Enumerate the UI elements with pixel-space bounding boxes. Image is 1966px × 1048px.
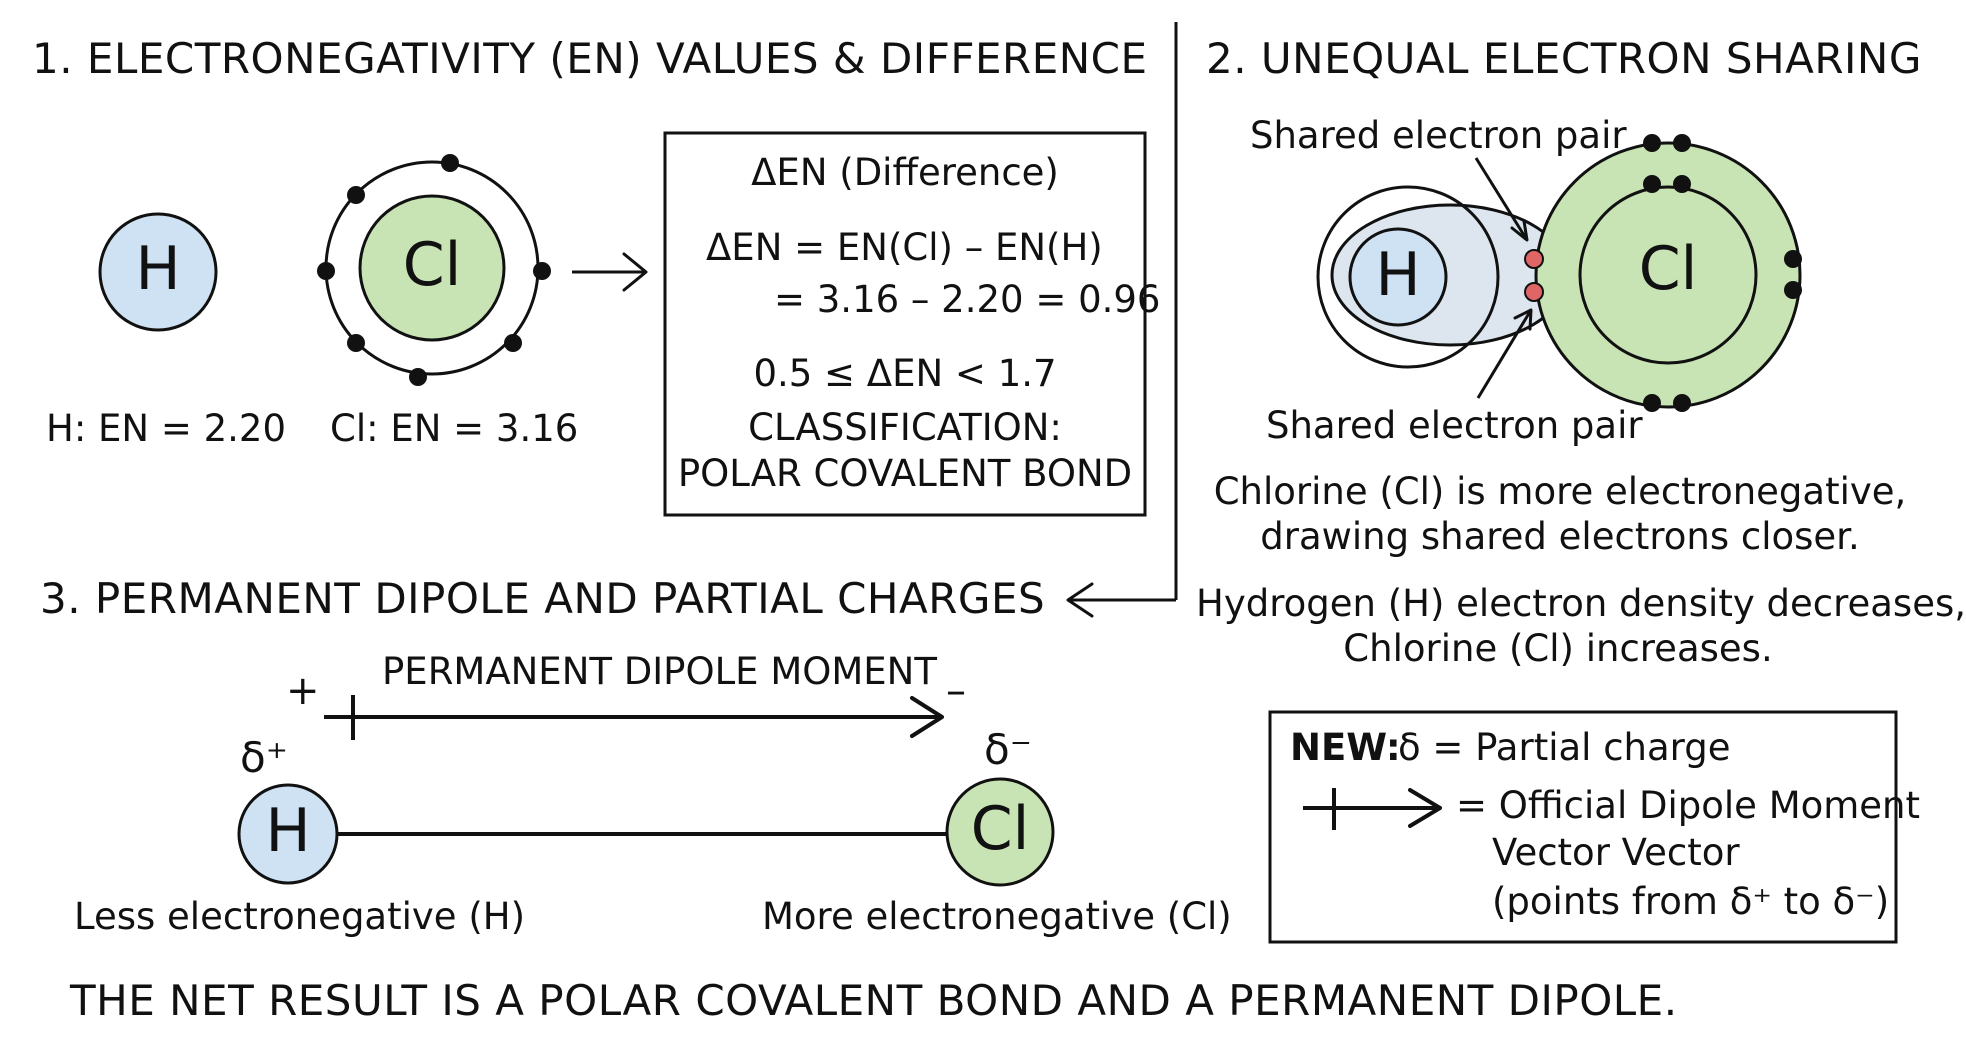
lone-pair-electron bbox=[1673, 175, 1691, 193]
positive-end-sign: + bbox=[286, 668, 320, 714]
section1-cl-symbol: Cl bbox=[402, 230, 462, 300]
section1-h-symbol: H bbox=[135, 234, 181, 304]
section2-heading: 2. UNEQUAL ELECTRON SHARING bbox=[1206, 34, 1922, 83]
pointer-bottom bbox=[1476, 309, 1533, 399]
lone-pair-electron bbox=[1643, 134, 1661, 152]
divider-arrowhead bbox=[1066, 582, 1094, 618]
section2-cl-lone-pairs bbox=[1643, 134, 1802, 412]
electronegativity-note-line1: Chlorine (Cl) is more electronegative, bbox=[1213, 470, 1907, 513]
delta-plus-label: δ⁺ bbox=[240, 733, 288, 782]
diagram-graphics bbox=[98, 22, 1898, 944]
valence-electron bbox=[441, 154, 459, 172]
section1-cl-electrons bbox=[317, 154, 551, 386]
pointer-top bbox=[1474, 157, 1529, 241]
negative-end-sign: – bbox=[946, 668, 966, 714]
valence-electron bbox=[347, 186, 365, 204]
legend-box bbox=[1268, 710, 1898, 944]
section1-heading: 1. ELECTRONEGATIVITY (EN) VALUES & DIFFE… bbox=[32, 34, 1148, 83]
pointer-top-head bbox=[1510, 219, 1529, 242]
section1-h-atom bbox=[98, 212, 218, 332]
cl-caption: More electronegative (Cl) bbox=[762, 895, 1232, 938]
legend-delta-definition: δ = Partial charge bbox=[1398, 726, 1731, 769]
legend-arrow-definition-line2: Vector Vector bbox=[1492, 831, 1740, 874]
dipole-arrow-head bbox=[910, 696, 944, 738]
section1-arrowhead bbox=[622, 252, 648, 292]
lone-pair-electron bbox=[1784, 281, 1802, 299]
diagram-canvas: 1. ELECTRONEGATIVITY (EN) VALUES & DIFFE… bbox=[32, 22, 1966, 1025]
section3-h-atom bbox=[237, 783, 339, 885]
lone-pair-electron bbox=[1643, 175, 1661, 193]
cl-en-label: Cl: EN = 3.16 bbox=[330, 407, 579, 450]
lone-pair-electron bbox=[1643, 394, 1661, 412]
section3-heading: 3. PERMANENT DIPOLE AND PARTIAL CHARGES bbox=[40, 574, 1046, 623]
valence-electron bbox=[409, 368, 427, 386]
section3-cl-atom bbox=[945, 777, 1055, 887]
density-note-line1: Hydrogen (H) electron density decreases, bbox=[1196, 582, 1966, 625]
classification-label: CLASSIFICATION: bbox=[748, 406, 1062, 449]
electronegativity-note-line2: drawing shared electrons closer. bbox=[1260, 515, 1860, 558]
legend-arrow-definition-line3: (points from δ⁺ to δ⁻) bbox=[1492, 880, 1890, 923]
shared-pair-label-bottom: Shared electron pair bbox=[1266, 404, 1643, 447]
valence-electron bbox=[533, 262, 551, 280]
delta-en-title: ΔEN (Difference) bbox=[751, 151, 1059, 194]
dipole-moment-label: PERMANENT DIPOLE MOMENT bbox=[382, 650, 937, 693]
h-en-label: H: EN = 2.20 bbox=[46, 407, 287, 450]
section2-cl-inner bbox=[1578, 185, 1758, 365]
delta-en-range: 0.5 ≤ ΔEN < 1.7 bbox=[753, 352, 1057, 395]
legend-dipole-head bbox=[1408, 788, 1442, 828]
section3-cl-symbol: Cl bbox=[970, 794, 1030, 864]
lone-pair-electron bbox=[1673, 394, 1691, 412]
density-note-line2: Chlorine (Cl) increases. bbox=[1343, 627, 1773, 670]
section2-cl-symbol: Cl bbox=[1638, 234, 1698, 304]
lone-pair-electron bbox=[1673, 134, 1691, 152]
section2-h-symbol: H bbox=[1375, 240, 1421, 310]
valence-electron bbox=[317, 262, 335, 280]
shared-pair-label-top: Shared electron pair bbox=[1250, 114, 1627, 157]
delta-en-formula-line1: ΔEN = EN(Cl) – EN(H) bbox=[706, 226, 1103, 269]
shared-electron bbox=[1524, 249, 1544, 269]
pointer-bottom-head bbox=[1513, 308, 1533, 331]
shared-electron bbox=[1524, 282, 1544, 302]
delta-minus-label: δ⁻ bbox=[984, 725, 1032, 774]
section2-cl-outer bbox=[1534, 141, 1802, 409]
valence-electron bbox=[347, 334, 365, 352]
delta-en-box bbox=[663, 131, 1147, 517]
section2-h-atom bbox=[1348, 227, 1448, 327]
conclusion-text: THE NET RESULT IS A POLAR COVALENT BOND … bbox=[70, 976, 1678, 1025]
delta-en-formula-line2: = 3.16 – 2.20 = 0.96 bbox=[774, 278, 1161, 321]
classification-value: POLAR COVALENT BOND bbox=[677, 452, 1133, 495]
lone-pair-electron bbox=[1784, 250, 1802, 268]
legend-new-label: NEW: bbox=[1290, 726, 1401, 769]
h-caption: Less electronegative (H) bbox=[74, 895, 526, 938]
section2-h-shell bbox=[1316, 185, 1500, 369]
valence-electron bbox=[504, 334, 522, 352]
section3-h-symbol: H bbox=[265, 796, 311, 866]
legend-arrow-definition-line1: = Official Dipole Moment bbox=[1456, 784, 1921, 827]
section1-cl-atom bbox=[358, 194, 506, 342]
